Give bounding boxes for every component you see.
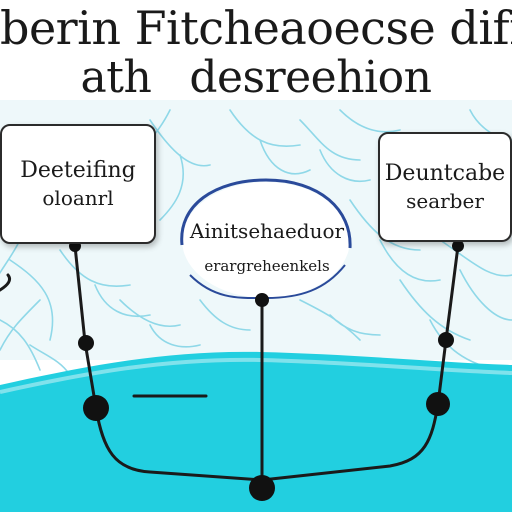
center-node-line-2: erargreheenkels xyxy=(204,257,330,275)
center-ellipse xyxy=(182,182,350,298)
right-box: Deuntcabe searber xyxy=(378,132,512,242)
dot-right-top xyxy=(452,240,464,252)
water-region xyxy=(0,351,512,512)
left-box: Deeteifing oloanrl xyxy=(0,124,156,244)
right-box-line-1: Deuntcabe xyxy=(384,161,506,186)
dot-center-bottom xyxy=(249,475,275,501)
title-line-2-word-1: ath xyxy=(80,52,152,103)
dot-right-mid xyxy=(438,332,454,348)
right-box-line-2: searber xyxy=(406,189,484,213)
title-line-2: ath desreehion xyxy=(0,52,512,104)
title-line-1: berin Fitcheaoecse difr xyxy=(0,1,512,55)
left-edge-stub xyxy=(0,273,12,292)
left-box-line-1: Deeteifing xyxy=(20,158,136,183)
junction-dots xyxy=(69,240,464,501)
center-ellipse-arc xyxy=(180,178,352,249)
dot-right-low xyxy=(426,392,450,416)
center-node-line-1: Ainitsehaeduor xyxy=(189,219,345,243)
left-box-line-2: oloanrl xyxy=(42,186,114,210)
dot-center-top xyxy=(255,293,269,307)
dot-left-mid xyxy=(78,335,94,351)
title-line-2-word-2: desreehion xyxy=(189,52,432,103)
dot-left-low xyxy=(83,395,109,421)
water-highlight xyxy=(0,357,512,394)
